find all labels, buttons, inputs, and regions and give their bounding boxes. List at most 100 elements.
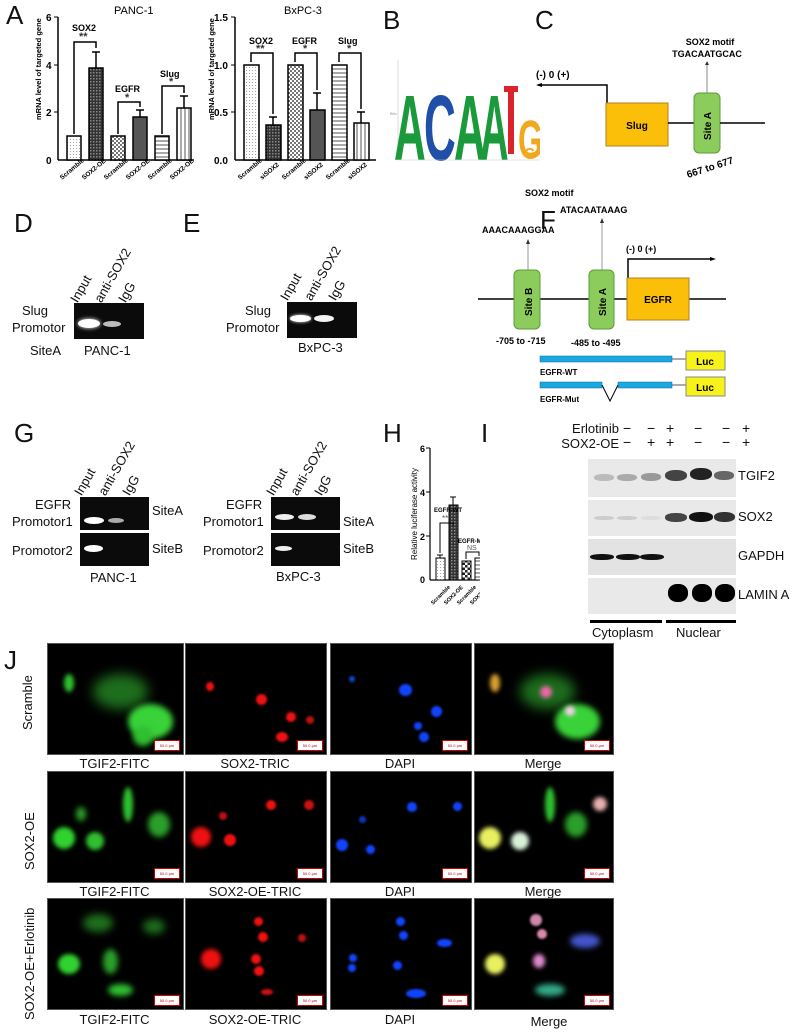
svg-text:Slug: Slug: [626, 121, 648, 132]
panel-label-c: C: [535, 5, 554, 35]
panel-label-f: F: [540, 205, 556, 235]
sequence-logo: Bits A C A A G G: [390, 60, 540, 175]
svg-text:Site B: Site B: [524, 288, 535, 316]
fraction-label: Nuclear: [676, 625, 721, 640]
svg-text:667 to 677: 667 to 677: [686, 155, 736, 180]
svg-text:EGFR: EGFR: [115, 84, 141, 94]
svg-text:SOX2: SOX2: [72, 23, 96, 33]
gel-image: [287, 302, 357, 338]
blot-sox2: [588, 500, 736, 536]
svg-text:EGFR-Mut: EGFR-Mut: [540, 395, 579, 404]
panel-label-e: E: [183, 208, 201, 238]
panel-label-a: A: [6, 0, 24, 30]
fraction-label: Cytoplasm: [592, 625, 654, 640]
svg-text:siSOX2: siSOX2: [259, 161, 281, 181]
svg-text:**: **: [442, 514, 448, 523]
svg-text:G: G: [518, 111, 540, 171]
micrograph-dapi: 50.0 μm: [330, 898, 472, 1010]
svg-text:C: C: [424, 77, 456, 175]
gel-image: [271, 533, 340, 566]
svg-text:(-) 0 (+): (-) 0 (+): [626, 244, 656, 254]
svg-text:Slug: Slug: [160, 69, 180, 79]
svg-text:0.0: 0.0: [214, 156, 228, 167]
svg-text:EGFR: EGFR: [644, 295, 673, 306]
svg-text:6: 6: [420, 444, 425, 454]
svg-text:A: A: [454, 77, 486, 175]
svg-text:TGACAATGCAC: TGACAATGCAC: [672, 49, 742, 59]
svg-text:SOX2-OE: SOX2-OE: [169, 157, 196, 181]
svg-text:0: 0: [420, 575, 425, 585]
svg-text:A: A: [480, 78, 509, 175]
micrograph-merge: 50.0 μm: [474, 771, 614, 883]
micrograph-merge: 50.0 μm: [474, 898, 614, 1010]
y-axis-label: mRNA level of targeted gene: [34, 18, 43, 120]
svg-text:**: **: [256, 43, 265, 55]
svg-text:EGFR-WT: EGFR-WT: [540, 368, 577, 377]
lane-label: Input: [67, 272, 95, 305]
svg-text:-705 to -715: -705 to -715: [496, 336, 546, 346]
row-label: SOX2-OE+Erlotinib: [22, 907, 37, 1020]
svg-text:EGFR-Mut: EGFR-Mut: [458, 539, 480, 545]
svg-text:1.5: 1.5: [214, 13, 228, 24]
treatment-signs: − − + − − + − + + − − +: [623, 420, 751, 450]
micrograph-merge: 50.0 μm: [474, 643, 614, 755]
micrograph-fitc: 50.0 μm: [47, 771, 184, 883]
egfr-promoter-diagram: SOX2 motif ATACAATAAAG AAACAAAGGAA (-) 0…: [478, 188, 726, 404]
svg-text:siSOX2: siSOX2: [303, 161, 325, 181]
gel-image: [74, 303, 144, 339]
svg-text:*: *: [169, 76, 174, 88]
svg-text:Relative luciferase activity: Relative luciferase activity: [410, 468, 419, 560]
gel-image: [271, 497, 340, 530]
micrograph-tric: 50.0 μm: [185, 771, 327, 883]
blot-lamin-a: [588, 578, 736, 614]
svg-text:SOX2 motif: SOX2 motif: [686, 37, 736, 47]
gel-image: [80, 497, 149, 530]
micrograph-dapi: 50.0 μm: [330, 643, 472, 755]
chart-luciferase: Relative luciferase activity 6 4 2 0 ** …: [410, 444, 480, 607]
svg-text:Luc: Luc: [696, 383, 714, 394]
panel-label-d: D: [14, 208, 33, 238]
micrograph-tric: 50.0 μm: [185, 643, 327, 755]
svg-text:0: 0: [46, 156, 52, 167]
micrograph-tric: 50.0 μm: [185, 898, 327, 1010]
chart-title-bxpc3: BxPC-3: [284, 5, 322, 17]
lane-label: IgG: [115, 279, 139, 305]
panel-label-i: I: [481, 418, 489, 448]
svg-text:*: *: [303, 43, 308, 55]
svg-text:4: 4: [420, 488, 425, 498]
svg-text:*: *: [347, 43, 352, 55]
svg-text:**: **: [79, 31, 88, 43]
svg-text:*: *: [125, 92, 130, 104]
chart-title-panc1: PANC-1: [114, 5, 154, 17]
panel-label-j: J: [4, 645, 17, 675]
row-label: SOX2-OE: [22, 812, 37, 870]
svg-text:2: 2: [420, 532, 425, 542]
svg-text:0.5: 0.5: [214, 108, 228, 119]
svg-text:SOX2-OE: SOX2-OE: [469, 585, 480, 607]
svg-text:-485 to -495: -485 to -495: [571, 338, 621, 348]
panel-label-b: B: [383, 5, 401, 35]
svg-text:(-) 0 (+): (-) 0 (+): [536, 70, 570, 81]
chart-bxpc3: BxPC-3 mRNA level of targeted gene 1.5 1…: [207, 5, 376, 182]
svg-text:Luc: Luc: [696, 357, 714, 368]
micrograph-dapi: 50.0 μm: [330, 771, 472, 883]
micrograph-fitc: 50.0 μm: [47, 898, 184, 1010]
gel-image: [80, 533, 149, 566]
svg-text:6: 6: [46, 13, 52, 24]
svg-text:NS: NS: [467, 545, 477, 552]
svg-text:SOX2 motif: SOX2 motif: [525, 188, 575, 198]
svg-text:ATACAATAAAG: ATACAATAAAG: [560, 205, 627, 215]
svg-text:mRNA level of targeted gene: mRNA level of targeted gene: [207, 18, 216, 120]
panel-label-h: H: [383, 418, 402, 448]
svg-text:SOX2: SOX2: [249, 36, 273, 46]
svg-text:Slug: Slug: [338, 36, 358, 46]
svg-text:EGFR-WT: EGFR-WT: [434, 508, 462, 514]
svg-text:A: A: [394, 77, 426, 175]
svg-text:2: 2: [46, 108, 52, 119]
blot-gapdh: [588, 539, 736, 575]
row-label: Scramble: [20, 675, 35, 730]
svg-text:AAACAAAGGAA: AAACAAAGGAA: [482, 225, 555, 235]
svg-text:G: G: [524, 145, 535, 163]
svg-text:Site A: Site A: [598, 288, 609, 316]
svg-text:1.0: 1.0: [214, 61, 228, 72]
